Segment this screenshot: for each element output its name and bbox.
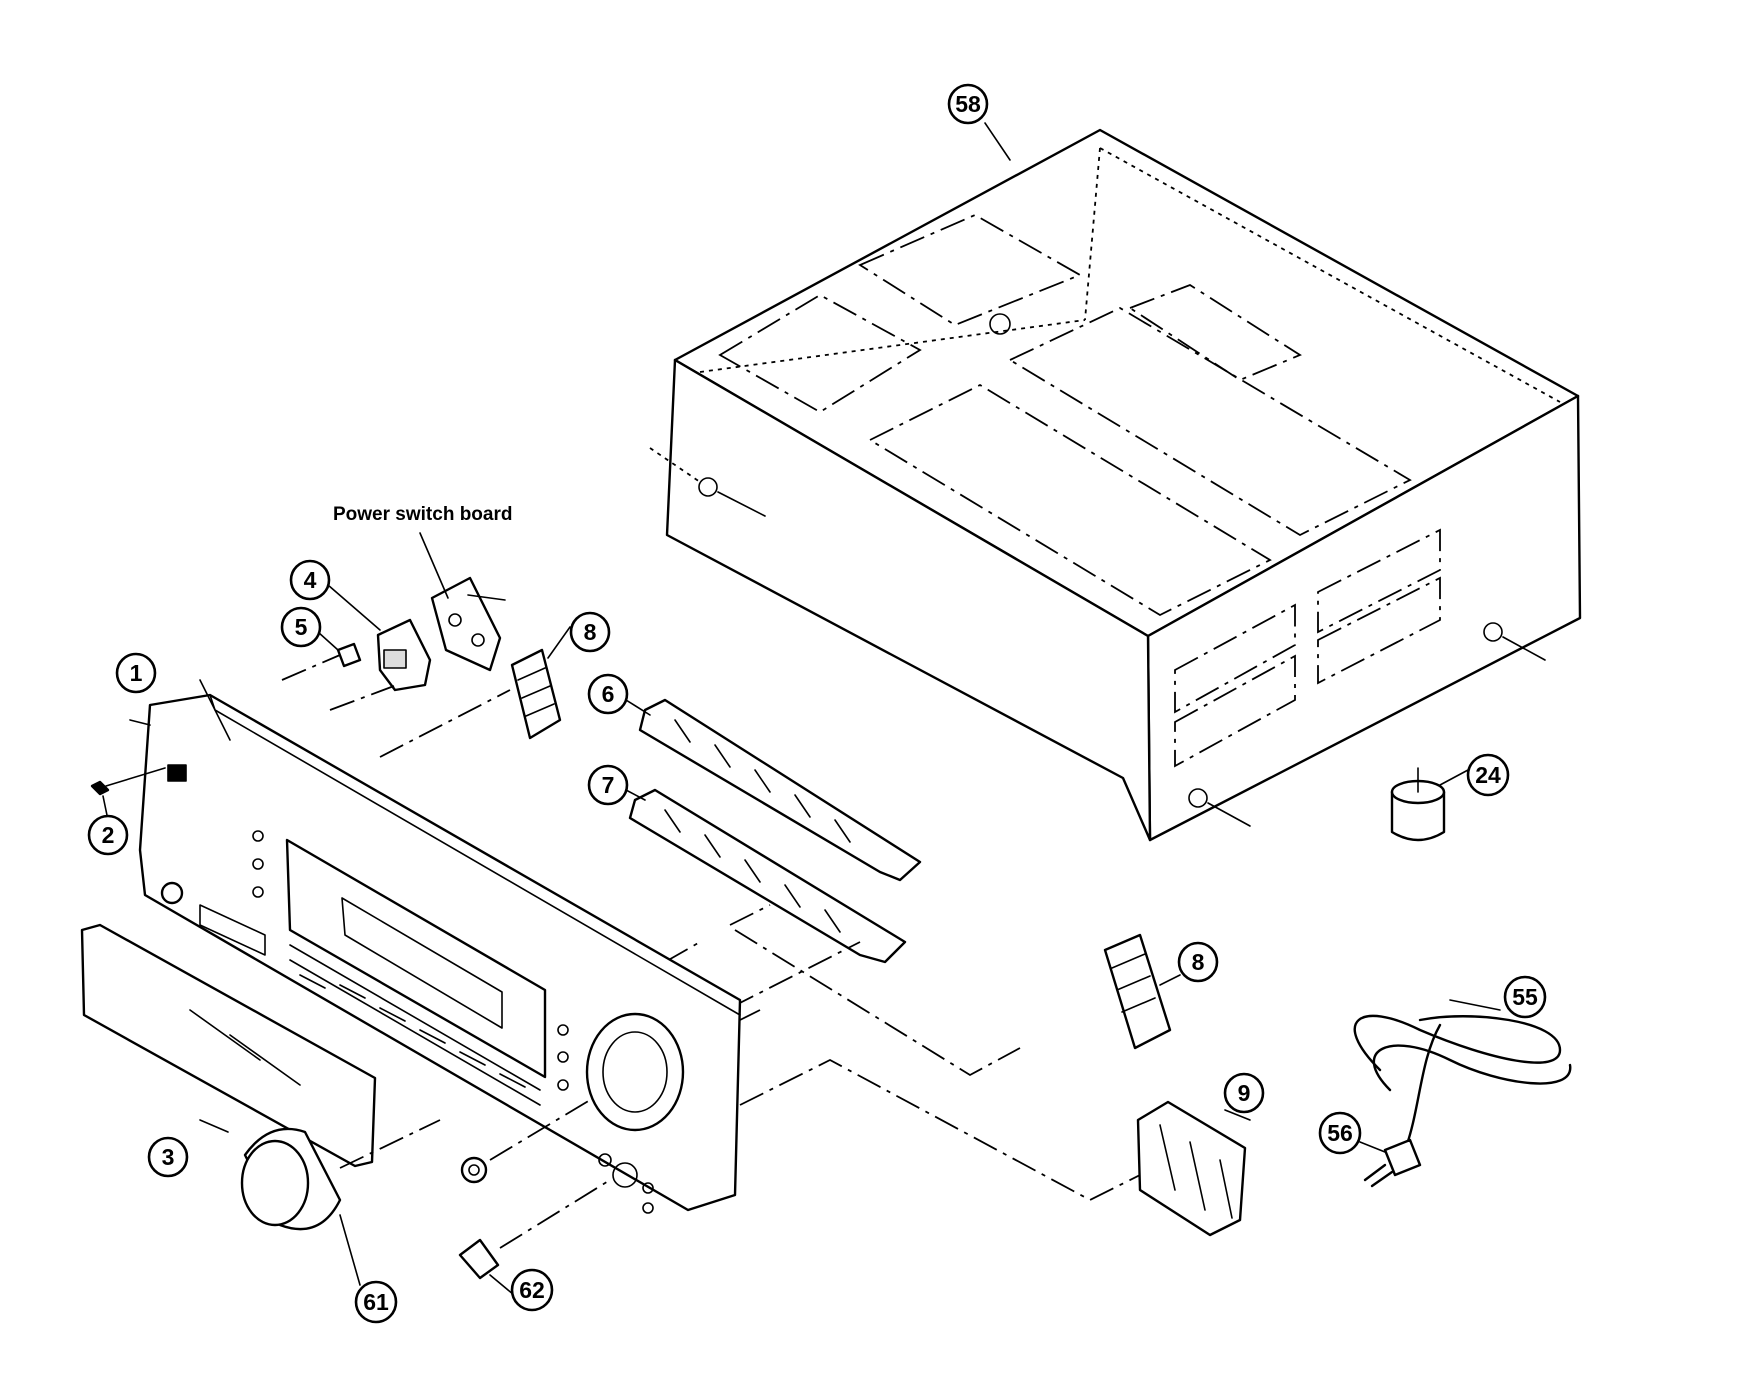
top-cover-inner-corner	[1084, 147, 1101, 321]
svg-text:61: 61	[363, 1289, 389, 1315]
svg-text:9: 9	[1238, 1080, 1251, 1106]
callout-24: 24	[1439, 753, 1510, 797]
callout-5: 5	[280, 606, 322, 648]
front-panel	[129, 679, 742, 1214]
svg-text:1: 1	[130, 660, 143, 686]
front-panel-display	[285, 838, 547, 1079]
display-window-3	[80, 923, 377, 1168]
callout-55: 55	[1503, 975, 1547, 1019]
top-cover-inner-side	[699, 319, 1086, 373]
side-vent-c	[1317, 528, 1441, 634]
button-strip-7	[625, 788, 907, 964]
bracket-8-lower	[1103, 933, 1181, 1050]
callout-8-lower: 8	[1177, 941, 1219, 983]
svg-text:3: 3	[162, 1144, 175, 1170]
svg-text:55: 55	[1512, 984, 1538, 1010]
callout-61: 61	[354, 1280, 398, 1324]
top-cover-screw-hole	[989, 313, 1011, 335]
callout-58: 58	[947, 83, 1011, 161]
callout-3: 3	[147, 1136, 189, 1178]
callout-2: 2	[87, 814, 129, 856]
volume-ring	[585, 1012, 685, 1132]
callout-56: 56	[1318, 1111, 1386, 1155]
callout-62: 62	[510, 1268, 554, 1312]
cover-screw-right	[1483, 622, 1503, 642]
side-vent-a	[1174, 603, 1296, 714]
callout-4: 4	[289, 559, 331, 601]
power-switch-board	[419, 532, 506, 672]
callout-8-upper: 8	[569, 611, 611, 653]
power-plug	[1363, 1138, 1422, 1188]
svg-text:58: 58	[955, 91, 981, 117]
svg-text:8: 8	[1192, 949, 1205, 975]
side-vent-d	[1317, 576, 1441, 685]
svg-text:56: 56	[1327, 1120, 1353, 1146]
top-vent-a	[718, 293, 922, 414]
callout-9: 9	[1223, 1072, 1265, 1114]
side-vent-b	[1174, 654, 1296, 768]
cover-screw-left	[698, 477, 718, 497]
svg-text:62: 62	[519, 1277, 545, 1303]
svg-text:2: 2	[102, 822, 115, 848]
svg-text:4: 4	[304, 567, 317, 593]
callout-7: 7	[587, 764, 629, 806]
switch-holder	[327, 584, 432, 692]
top-cover-front-edge	[666, 359, 676, 536]
callout-1: 1	[115, 652, 157, 694]
bracket-9	[1136, 1100, 1251, 1237]
top-vent-e	[1128, 283, 1302, 382]
top-cover	[649, 128, 1582, 842]
top-vent-b	[858, 213, 1083, 327]
top-vent-c	[868, 383, 1272, 617]
bracket-8-upper	[510, 626, 571, 740]
cover-screw-front	[1188, 788, 1208, 808]
callout-6: 6	[587, 673, 629, 715]
foot	[1390, 767, 1446, 842]
power-cord	[1353, 999, 1572, 1152]
svg-text:8: 8	[584, 619, 597, 645]
power-switch-board-label: Power switch board	[333, 504, 512, 525]
svg-text:7: 7	[602, 772, 615, 798]
top-cover-inner-rear	[1099, 147, 1561, 403]
nut	[460, 1099, 591, 1184]
knob-61	[240, 1119, 441, 1286]
svg-text:24: 24	[1475, 762, 1501, 788]
button-strip-6	[625, 698, 922, 882]
screw-2	[90, 767, 166, 821]
top-vent-d	[1008, 306, 1412, 537]
switch-knob	[317, 631, 362, 668]
svg-text:6: 6	[602, 681, 615, 707]
svg-text:5: 5	[295, 614, 308, 640]
